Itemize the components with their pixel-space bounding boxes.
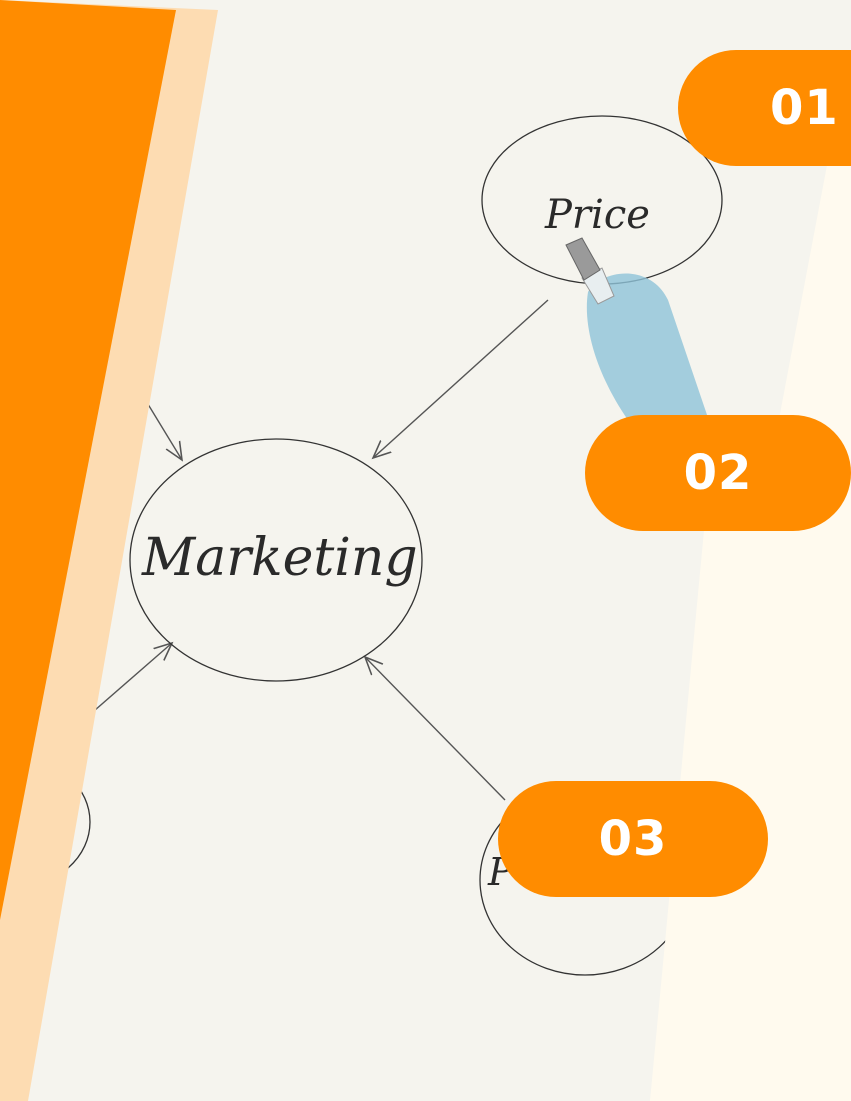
center-node-label: Marketing bbox=[141, 528, 418, 588]
accent-band-orange bbox=[0, 0, 176, 920]
badge-03: 03 bbox=[498, 781, 768, 897]
badge-02-label: 02 bbox=[683, 445, 753, 501]
right-panel-lower bbox=[650, 900, 700, 1101]
badge-01: 01 bbox=[678, 50, 851, 166]
badge-03-label: 03 bbox=[598, 811, 668, 867]
arrow-price-to-center bbox=[373, 299, 549, 458]
badge-01-label: 01 bbox=[770, 80, 839, 136]
price-node-label: Price bbox=[544, 192, 650, 238]
arrow-bottom-right-to-center bbox=[365, 657, 506, 801]
node-center-ellipse bbox=[129, 438, 423, 682]
badge-02: 02 bbox=[585, 415, 851, 531]
